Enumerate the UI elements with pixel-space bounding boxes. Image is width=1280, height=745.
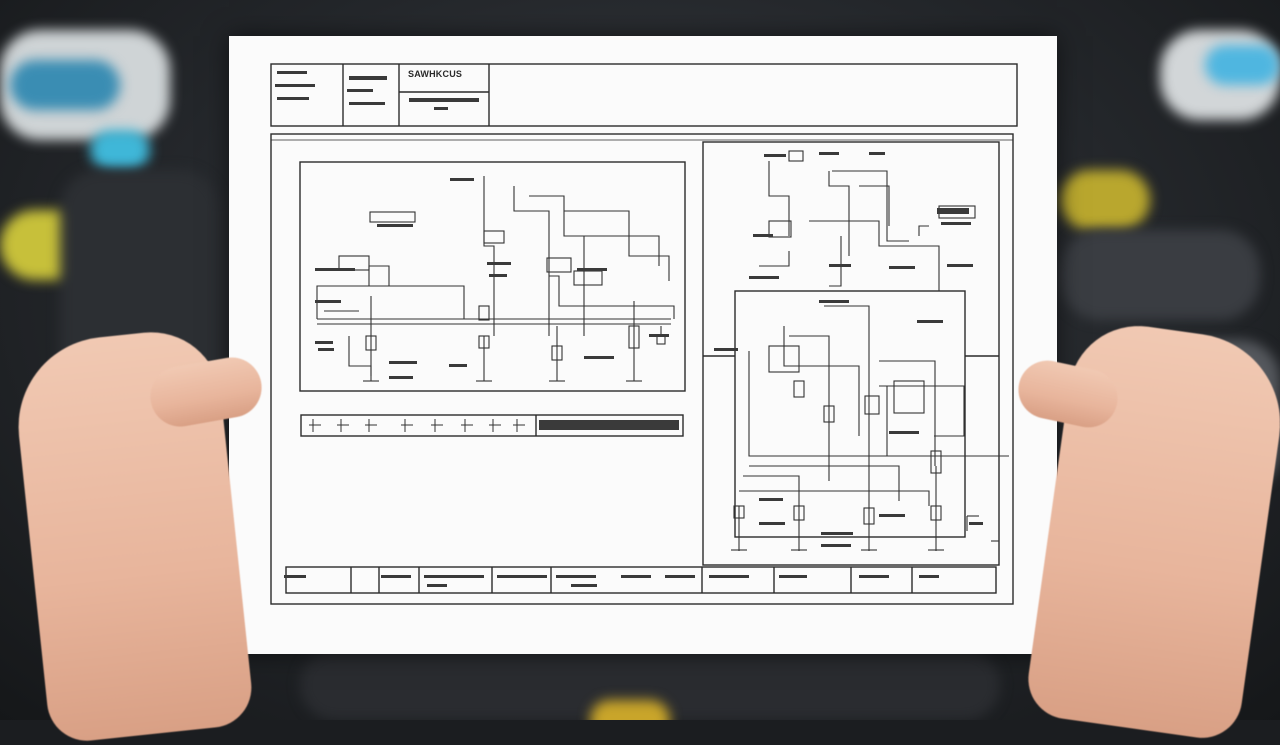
cyan-hose-left [90,130,150,170]
schematic-sheet: SAWHKCUS [229,36,1057,654]
yellow-part-bottom [590,700,670,720]
title-block-heading: SAWHKCUS [408,69,463,79]
schematic-drawing [270,63,1018,605]
engine-cover-right [1060,230,1260,320]
blue-cap-right [1205,45,1280,85]
yellow-cap-right [1060,170,1150,230]
blue-cap-left [10,60,120,110]
